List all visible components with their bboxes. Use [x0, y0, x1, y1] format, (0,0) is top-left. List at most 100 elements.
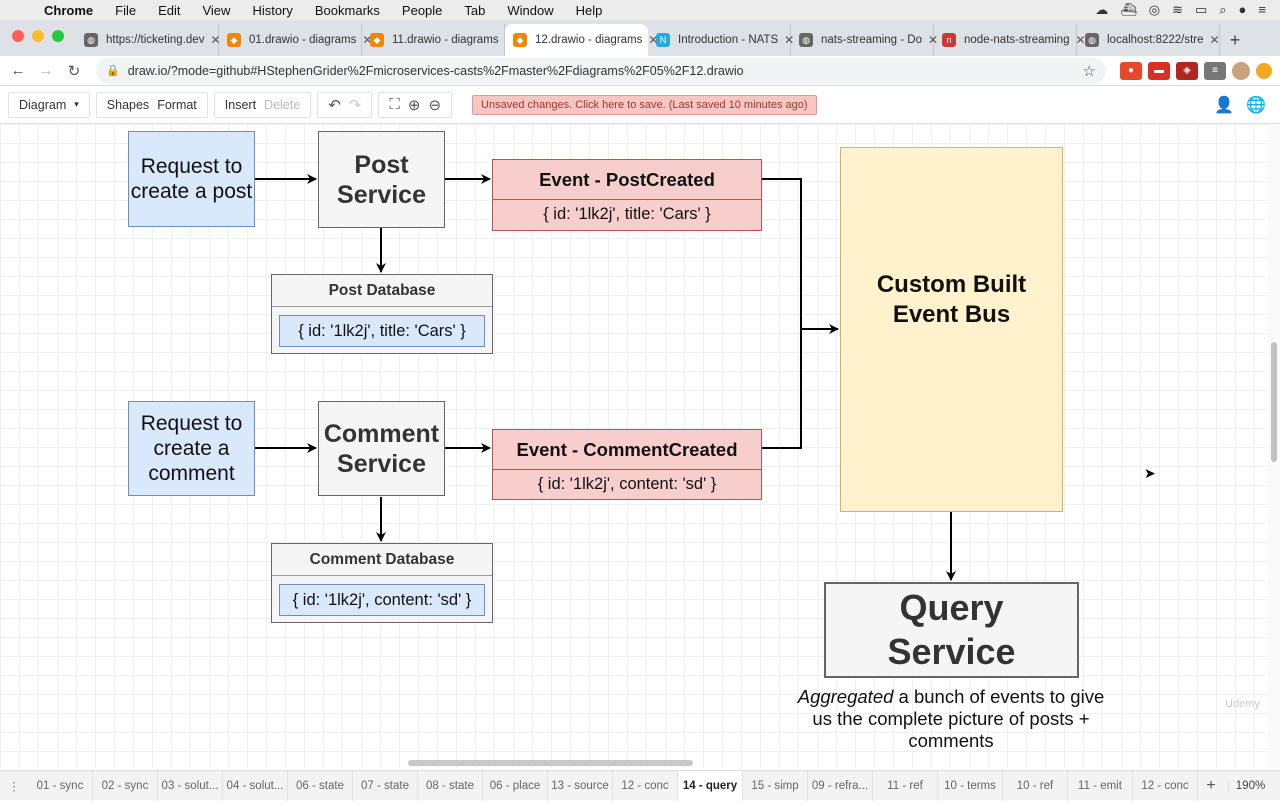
format-button[interactable]: Format — [157, 97, 197, 112]
redo-icon[interactable]: ↷ — [348, 96, 362, 114]
page-tab[interactable]: 02 - sync — [93, 770, 158, 801]
new-tab-icon[interactable]: + — [1229, 29, 1241, 50]
browser-tab[interactable]: ◆ 01.drawio - diagrams ✕ — [219, 24, 372, 56]
page-tab[interactable]: 11 - emit — [1068, 770, 1133, 801]
page-tab[interactable]: 01 - sync — [28, 770, 93, 801]
cloud-icon[interactable]: ☁ — [1095, 2, 1109, 17]
page-tab[interactable]: 08 - state — [418, 770, 483, 801]
zoom-level[interactable]: 190% — [1228, 779, 1272, 792]
close-tab-icon[interactable]: ✕ — [1075, 33, 1086, 47]
zoom-out-icon[interactable]: ⊖ — [428, 96, 442, 114]
undo-icon[interactable]: ↶ — [328, 96, 341, 114]
page-tab[interactable]: 15 - simp — [743, 770, 808, 801]
post-service-box[interactable]: Post Service — [318, 131, 445, 228]
page-tab[interactable]: 04 - solut... — [223, 770, 288, 801]
diagram-menu[interactable]: Diagram ▾ — [8, 91, 90, 118]
battery-icon[interactable]: ▭ — [1194, 2, 1208, 17]
menu-file[interactable]: File — [115, 2, 137, 18]
back-icon[interactable]: ← — [10, 62, 26, 79]
menu-window[interactable]: Window — [507, 2, 554, 18]
extension-icon[interactable]: ≡ — [1204, 61, 1226, 80]
page-tab[interactable]: 12 - conc — [1133, 770, 1198, 801]
browser-tab[interactable]: ◍ nats-streaming - Do ✕ — [791, 24, 938, 56]
lock-icon[interactable]: 🔒 — [106, 65, 120, 77]
search-icon[interactable]: ⌕ — [1219, 2, 1227, 17]
profile-icon[interactable] — [1256, 62, 1272, 79]
maximize-window-icon[interactable] — [52, 30, 64, 42]
extension-icon[interactable]: ▬ — [1148, 61, 1170, 80]
edge-events-join[interactable] — [762, 178, 802, 449]
close-tab-icon[interactable]: ✕ — [648, 33, 659, 47]
horizontal-scrollbar[interactable] — [408, 760, 693, 766]
page-tab[interactable]: 06 - place — [483, 770, 548, 801]
extension-icon[interactable]: ● — [1120, 61, 1142, 80]
menu-app-chrome[interactable]: Chrome — [44, 2, 94, 18]
browser-tab[interactable]: ◍ https://ticketing.dev ✕ — [76, 24, 221, 56]
page-tab[interactable]: 11 - ref — [873, 770, 938, 801]
scroll-thumb[interactable] — [1271, 342, 1277, 462]
insert-button[interactable]: Insert — [224, 97, 257, 112]
diagram-canvas[interactable]: Request to create a post Post Service Ev… — [0, 124, 1268, 768]
avatar[interactable] — [1232, 61, 1250, 80]
address-bar[interactable]: 🔒 draw.io/?mode=github#HStephenGrider%2F… — [96, 57, 1106, 84]
menu-edit[interactable]: Edit — [158, 2, 181, 18]
browser-tab[interactable]: ◍ localhost:8222/stre ✕ — [1077, 24, 1220, 56]
page-tab[interactable]: 06 - state — [288, 770, 353, 801]
menu-history[interactable]: History — [252, 2, 293, 18]
request-post-box[interactable]: Request to create a post — [128, 131, 255, 227]
pages-menu-icon[interactable]: ⋮ — [8, 780, 20, 793]
glasses-icon[interactable]: ◎ — [1148, 2, 1161, 17]
browser-tab[interactable]: n node-nats-streaming ✕ — [934, 24, 1086, 56]
page-tab[interactable]: 07 - state — [353, 770, 418, 801]
event-post-created-box[interactable]: Event - PostCreated { id: '1lk2j', title… — [492, 159, 762, 231]
page-tab[interactable]: 13 - source — [548, 770, 613, 801]
menu-people[interactable]: People — [401, 2, 443, 18]
page-tab[interactable]: 12 - conc — [613, 770, 678, 801]
post-database-box[interactable]: Post Database { id: '1lk2j', title: 'Car… — [271, 274, 493, 354]
user-icon[interactable]: 👤 — [1214, 96, 1235, 114]
forward-icon[interactable]: → — [38, 62, 54, 79]
shapes-button[interactable]: Shapes — [106, 97, 150, 112]
minimize-window-icon[interactable] — [32, 30, 44, 42]
request-comment-box[interactable]: Request to create a comment — [128, 401, 255, 496]
close-window-icon[interactable] — [12, 30, 24, 42]
close-tab-icon[interactable]: ✕ — [1209, 33, 1220, 47]
notification-center-icon[interactable]: ≡ — [1258, 2, 1266, 17]
query-service-caption[interactable]: Aggregated a bunch of events to give us … — [786, 686, 1116, 752]
fit-icon[interactable]: ⛶ — [389, 96, 400, 113]
comment-service-box[interactable]: Comment Service — [318, 401, 445, 496]
browser-tab[interactable]: ◆ 11.drawio - diagrams ✕ — [362, 24, 515, 56]
event-comment-created-box[interactable]: Event - CommentCreated { id: '1lk2j', co… — [492, 429, 762, 500]
docker-icon[interactable]: ⛴ — [1120, 2, 1137, 17]
page-tab[interactable]: 09 - refra... — [808, 770, 873, 801]
comment-database-box[interactable]: Comment Database { id: '1lk2j', content:… — [271, 543, 493, 623]
zoom-in-icon[interactable]: ⊕ — [407, 96, 421, 114]
menu-bookmarks[interactable]: Bookmarks — [314, 2, 380, 18]
bookmark-star-icon[interactable]: ☆ — [1082, 62, 1096, 80]
unsaved-changes-banner[interactable]: Unsaved changes. Click here to save. (La… — [472, 94, 817, 115]
post-service-label: Post Service — [337, 150, 426, 209]
page-tab[interactable]: 03 - solut... — [158, 770, 223, 801]
menu-help[interactable]: Help — [575, 2, 603, 18]
browser-tab[interactable]: N Introduction - NATS ✕ — [648, 24, 795, 56]
close-tab-icon[interactable]: ✕ — [210, 33, 221, 47]
extension-icon[interactable]: ◈ — [1176, 61, 1198, 80]
close-tab-icon[interactable]: ✕ — [927, 33, 939, 47]
close-tab-icon[interactable]: ✕ — [362, 33, 373, 47]
page-tab-active[interactable]: 14 - query — [678, 770, 743, 801]
wifi-icon[interactable]: ≋ — [1172, 2, 1183, 17]
browser-tab-active[interactable]: ◆ 12.drawio - diagrams ✕ — [505, 24, 658, 56]
add-page-icon[interactable]: + — [1206, 776, 1216, 794]
page-tab[interactable]: 10 - terms — [938, 770, 1003, 801]
query-service-box[interactable]: Query Service — [824, 582, 1079, 678]
vertical-scrollbar[interactable] — [1268, 124, 1280, 768]
menu-tab[interactable]: Tab — [464, 2, 486, 18]
menu-view[interactable]: View — [202, 2, 231, 18]
siri-icon[interactable]: ● — [1238, 2, 1247, 17]
page-tab[interactable]: 10 - ref — [1003, 770, 1068, 801]
delete-button[interactable]: Delete — [264, 97, 301, 112]
close-tab-icon[interactable]: ✕ — [784, 33, 795, 47]
language-globe-icon[interactable]: 🌐 — [1246, 96, 1266, 114]
event-bus-box[interactable]: Custom Built Event Bus — [840, 147, 1063, 512]
reload-icon[interactable]: ↻ — [67, 62, 81, 80]
